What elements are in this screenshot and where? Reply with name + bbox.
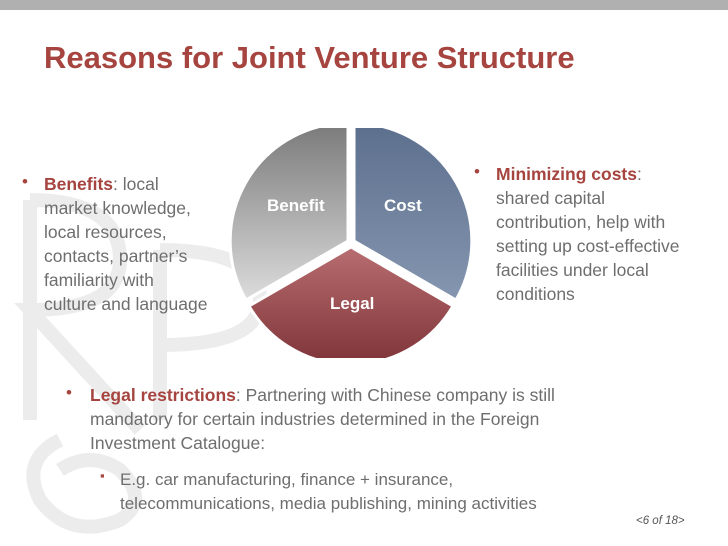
segment-label-cost: Cost xyxy=(384,196,422,215)
segment-cost xyxy=(352,128,474,303)
costs-heading: Minimizing costs xyxy=(496,164,637,184)
top-bar xyxy=(0,0,728,10)
bullet-marker: • xyxy=(474,162,480,181)
segment-legal xyxy=(246,245,456,358)
segment-label-legal: Legal xyxy=(330,294,374,313)
sub-bullet-marker: ▪ xyxy=(100,468,105,483)
page-indicator: <6 of 18> xyxy=(636,515,685,527)
benefits-bullet: Benefits: local market knowledge, local … xyxy=(44,174,208,314)
bullet-marker: • xyxy=(66,383,72,402)
bullet-marker: • xyxy=(22,172,28,191)
legal-example-bullet: E.g. car manufacturing, finance + insura… xyxy=(120,470,537,513)
costs-bullet: Minimizing costs: shared capital contrib… xyxy=(496,164,680,304)
legal-bullet: Legal restrictions: Partnering with Chin… xyxy=(90,385,555,453)
venture-pie-diagram: Benefit Cost Legal xyxy=(228,128,474,358)
benefits-heading: Benefits xyxy=(44,174,114,194)
legal-heading: Legal restrictions xyxy=(90,385,236,405)
slide-title: Reasons for Joint Venture Structure xyxy=(44,40,575,75)
segment-label-benefit: Benefit xyxy=(267,196,325,215)
segment-benefit xyxy=(228,128,350,303)
